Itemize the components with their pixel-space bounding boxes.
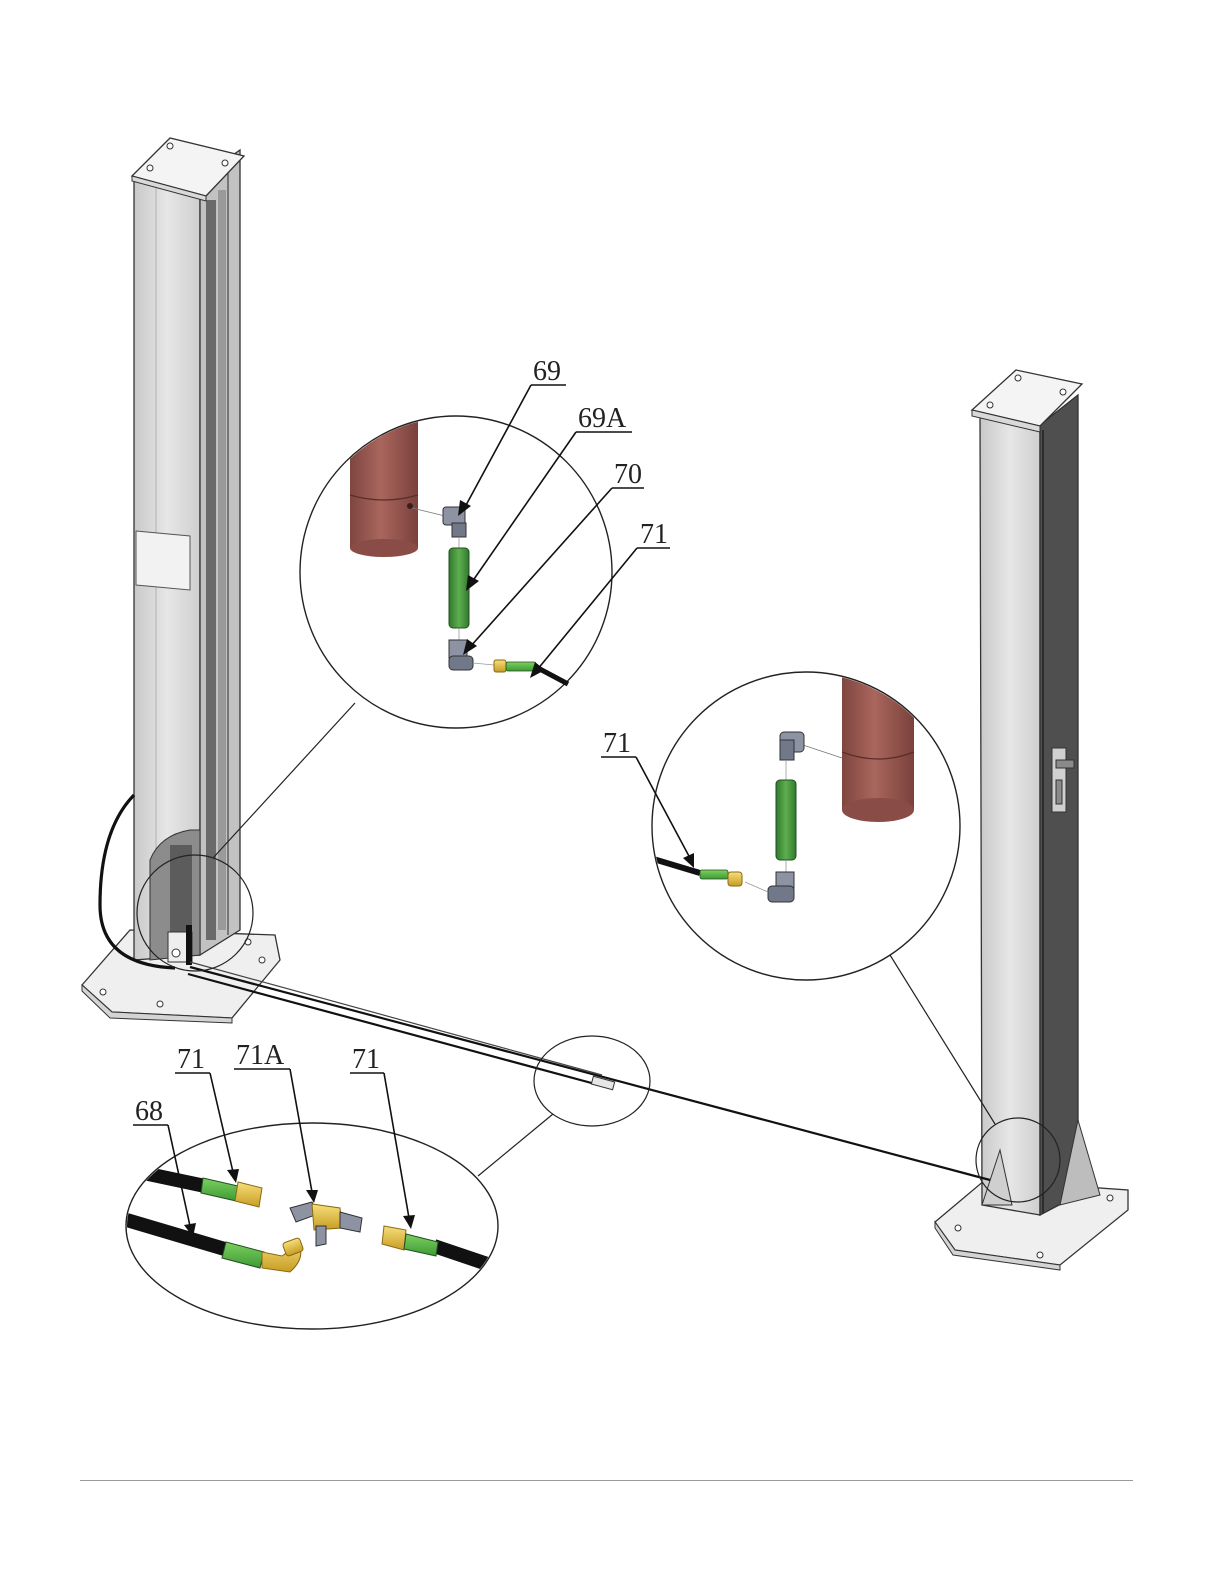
detail-bottom-enlarged [120, 1123, 505, 1329]
detail-top-enlarged [300, 400, 612, 728]
hose-right-detail [776, 780, 796, 860]
callout-69a-label: 69A [578, 403, 627, 434]
callout-71-bottom-left-label: 71 [177, 1044, 205, 1075]
footer-divider [80, 1480, 1133, 1481]
callout-69-label: 69 [533, 356, 561, 387]
callout-71-top-label: 71 [640, 519, 668, 550]
callout-71-right-label: 71 [603, 728, 631, 759]
left-column-plate [136, 531, 190, 590]
callout-68-label: 68 [135, 1096, 163, 1127]
callout-70-label: 70 [614, 459, 642, 490]
cylinder-right-detail [842, 660, 914, 822]
detail-right-enlarged [650, 660, 960, 980]
left-column [82, 138, 280, 1023]
hose-69a [449, 548, 469, 628]
callout-71-bottom-right-label: 71 [352, 1044, 380, 1075]
callout-71a-label: 71A [236, 1040, 285, 1071]
right-column [935, 370, 1128, 1270]
